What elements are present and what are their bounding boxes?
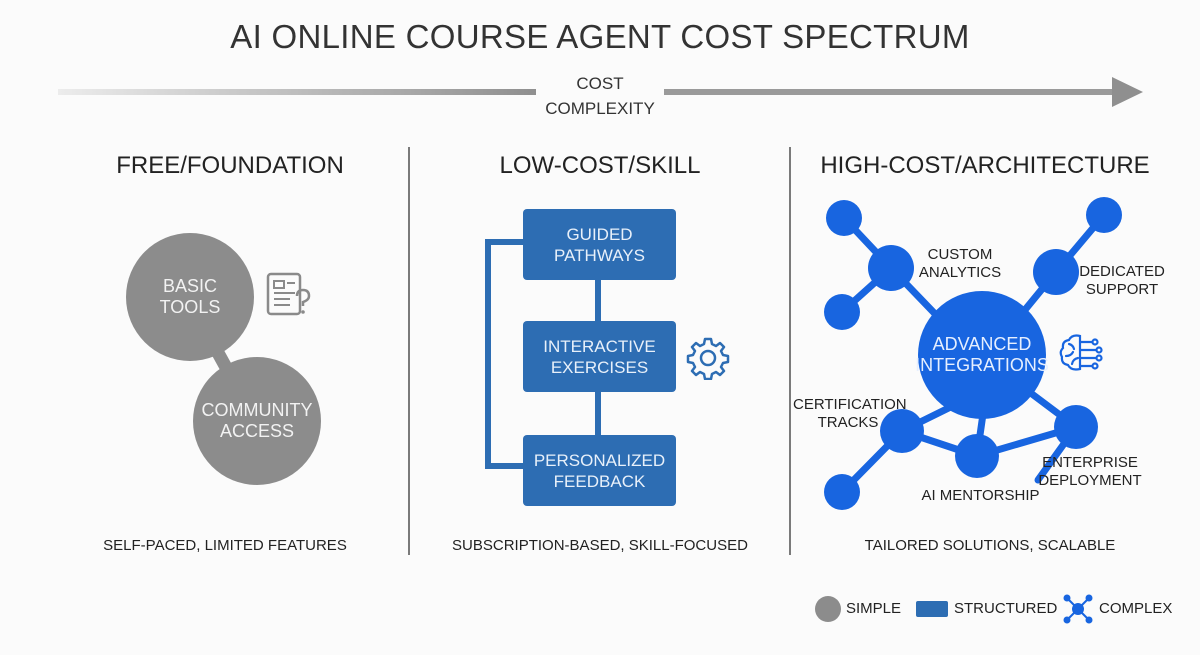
legend-simple: SIMPLE bbox=[846, 600, 902, 617]
node-interactive-exercises: INTERACTIVE EXERCISES bbox=[523, 321, 676, 392]
axis-label-cost: COST bbox=[576, 74, 624, 93]
node-community-access: COMMUNITY ACCESS bbox=[193, 357, 321, 485]
gray-circle-icon bbox=[815, 596, 841, 622]
caption-high-cost: TAILORED SOLUTIONS, SCALABLE bbox=[864, 537, 1116, 554]
page-title: AI ONLINE COURSE AGENT COST SPECTRUM bbox=[230, 18, 970, 55]
document-question-icon bbox=[266, 272, 311, 316]
brain-circuit-icon bbox=[1059, 334, 1103, 371]
network-icon bbox=[1063, 594, 1093, 624]
label-enterprise-deployment: ENTERPRISE DEPLOYMENT bbox=[1038, 454, 1142, 489]
label-ai-mentorship: AI MENTORSHIP bbox=[921, 487, 1040, 504]
label-certification-tracks: CERTIFICATION TRACKS bbox=[793, 396, 907, 431]
caption-low-cost: SUBSCRIPTION-BASED, SKILL-FOCUSED bbox=[452, 537, 748, 554]
cost-complexity-arrow bbox=[58, 77, 1143, 107]
label-custom-analytics: CUSTOM ANALYTICS bbox=[918, 246, 1002, 281]
column-title-low-cost: LOW-COST/SKILL bbox=[499, 152, 701, 179]
column-divider bbox=[789, 147, 791, 555]
label-dedicated-support: DEDICATED SUPPORT bbox=[1079, 263, 1165, 298]
gear-icon bbox=[686, 337, 730, 380]
column-title-high-cost: HIGH-COST/ARCHITECTURE bbox=[820, 152, 1150, 179]
legend-complex: COMPLEX bbox=[1099, 600, 1173, 617]
blue-rectangle-icon bbox=[916, 601, 948, 617]
legend-structured: STRUCTURED bbox=[954, 600, 1058, 617]
node-advanced-integrations: ADVANCED INTEGRATIONS bbox=[915, 291, 1049, 419]
column-title-free: FREE/FOUNDATION bbox=[116, 152, 344, 179]
axis-label-complexity: COMPLEXITY bbox=[545, 99, 655, 118]
node-guided-pathways: GUIDED PATHWAYS bbox=[523, 209, 676, 280]
structured-connector bbox=[485, 239, 601, 469]
node-personalized-feedback: PERSONALIZED FEEDBACK bbox=[523, 435, 676, 506]
column-divider bbox=[408, 147, 410, 555]
node-basic-tools: BASIC TOOLS bbox=[126, 233, 254, 361]
caption-free: SELF-PACED, LIMITED FEATURES bbox=[103, 537, 347, 554]
